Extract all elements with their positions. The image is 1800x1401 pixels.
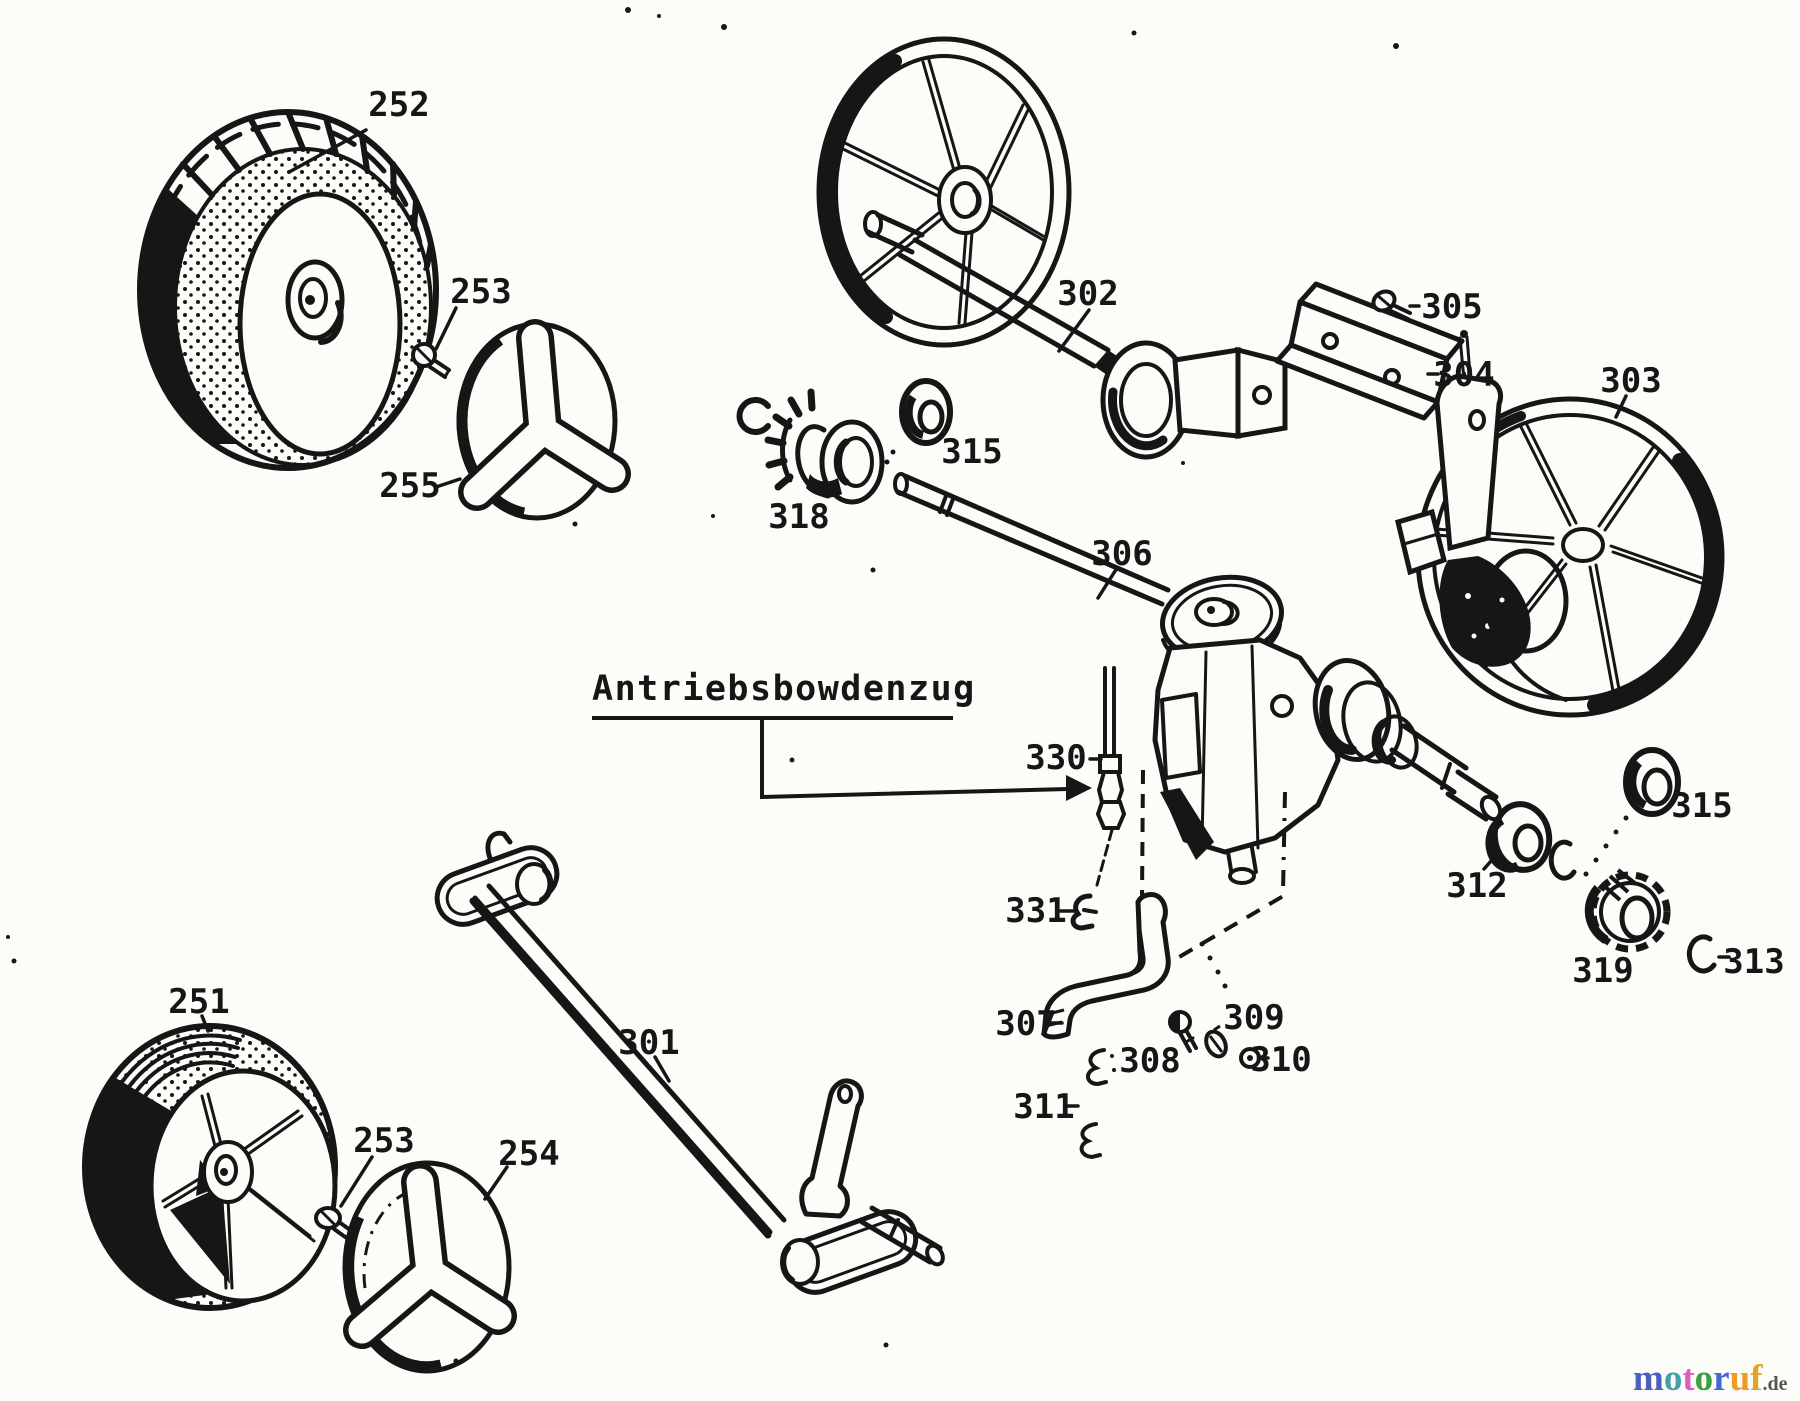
axle-301-stub [859, 1205, 945, 1267]
watermark-letter: o [1695, 1358, 1714, 1399]
tire-ribs [92, 1033, 242, 1203]
part-label-251: 251 [168, 982, 229, 1022]
part-label-303: 303 [1600, 361, 1661, 401]
part-label-255: 255 [379, 466, 440, 506]
circlip-312 [1548, 839, 1577, 881]
part-label-302: 302 [1057, 274, 1118, 314]
pinion-318 [764, 388, 885, 505]
wheel-302-hub [937, 165, 993, 235]
svg-text:motoruf.de: motoruf.de [1633, 1358, 1788, 1399]
wheel-302-spokes [841, 58, 1047, 325]
part-label-301: 301 [618, 1023, 679, 1063]
hubcap-255 [456, 319, 631, 521]
part-label-330: 330 [1025, 738, 1086, 778]
gearbox [1152, 574, 1503, 885]
callout-arrow [1066, 775, 1092, 801]
nut-310 [1239, 1047, 1261, 1069]
part-label-318: 318 [768, 497, 829, 537]
part-label-312: 312 [1446, 866, 1507, 906]
part-label-319: 319 [1572, 951, 1633, 991]
leader-lines [200, 128, 1731, 1208]
cable-330 [1095, 666, 1127, 887]
part-label-304: 304 [1433, 355, 1494, 395]
clip-311 [1079, 1048, 1116, 1160]
wheel-302 [816, 36, 1072, 348]
sleeve-309 [1204, 1024, 1228, 1059]
callout-antriebsbowdenzug: Antriebsbowdenzug [592, 669, 1092, 801]
gearbox-output-shaft [1389, 723, 1503, 822]
bearing-312 [1485, 801, 1553, 873]
callout-heading: Antriebsbowdenzug [592, 669, 976, 709]
watermark-letter: r [1713, 1358, 1729, 1399]
hubcap-254 [342, 1160, 517, 1374]
gear-319 [1584, 868, 1671, 953]
axle-301 [434, 830, 945, 1295]
screw-308 [1168, 1010, 1198, 1053]
watermark-letter: o [1664, 1358, 1683, 1399]
wheel-252-hub [285, 259, 345, 341]
part-label-306: 306 [1091, 534, 1152, 574]
part-label-315-right: 315 [1671, 786, 1732, 826]
part-labels: 252 253 255 302 305 304 303 318 315 306 … [168, 85, 1784, 1174]
watermark-motoruf: motoruf.de [1633, 1358, 1788, 1399]
part-label-307: 307 [995, 1004, 1056, 1044]
part-label-313: 313 [1723, 942, 1784, 982]
part-label-309: 309 [1223, 998, 1284, 1038]
wheel-252 [137, 109, 439, 471]
bracket-302 [1172, 346, 1288, 439]
circlip-318 [736, 397, 771, 435]
shaft-306 [893, 472, 1171, 607]
wheel-303-hub [1561, 527, 1605, 563]
wheel-303-bracket-arm [1395, 330, 1504, 576]
part-label-331: 331 [1005, 891, 1066, 931]
watermark-suffix: .de [1763, 1373, 1788, 1395]
screw-253-top [411, 342, 451, 379]
screw-305 [1371, 289, 1412, 321]
hubcap-254-spoke-cutout [343, 1163, 517, 1349]
watermark-letter: u [1730, 1358, 1751, 1399]
ring-315-right [1623, 747, 1681, 817]
hubcap-255-spoke-cutout [458, 319, 631, 511]
part-label-254: 254 [498, 1134, 559, 1174]
hook-331 [1070, 893, 1098, 931]
watermark-letter: f [1750, 1358, 1763, 1399]
part-label-315-left: 315 [941, 432, 1002, 472]
wheel-251 [82, 1023, 338, 1311]
rail-304 [1274, 281, 1465, 421]
watermark-letter: t [1682, 1358, 1695, 1399]
washer-315-left [878, 378, 953, 475]
axle-301-bracket-arm [799, 1078, 864, 1219]
part-label-308: 308 [1119, 1041, 1180, 1081]
scan-speckles [6, 7, 1399, 1364]
part-label-311: 311 [1013, 1087, 1074, 1127]
wheel-303 [1395, 330, 1725, 718]
part-label-253-bottom: 253 [353, 1121, 414, 1161]
part-label-253-top: 253 [450, 272, 511, 312]
part-label-305: 305 [1421, 287, 1482, 327]
part-label-310: 310 [1250, 1040, 1311, 1080]
watermark-letter: m [1633, 1358, 1664, 1399]
part-label-252: 252 [368, 85, 429, 125]
gearbox-housing [1152, 637, 1341, 855]
circlip-313 [1686, 934, 1717, 974]
axle-302 [863, 210, 1288, 460]
